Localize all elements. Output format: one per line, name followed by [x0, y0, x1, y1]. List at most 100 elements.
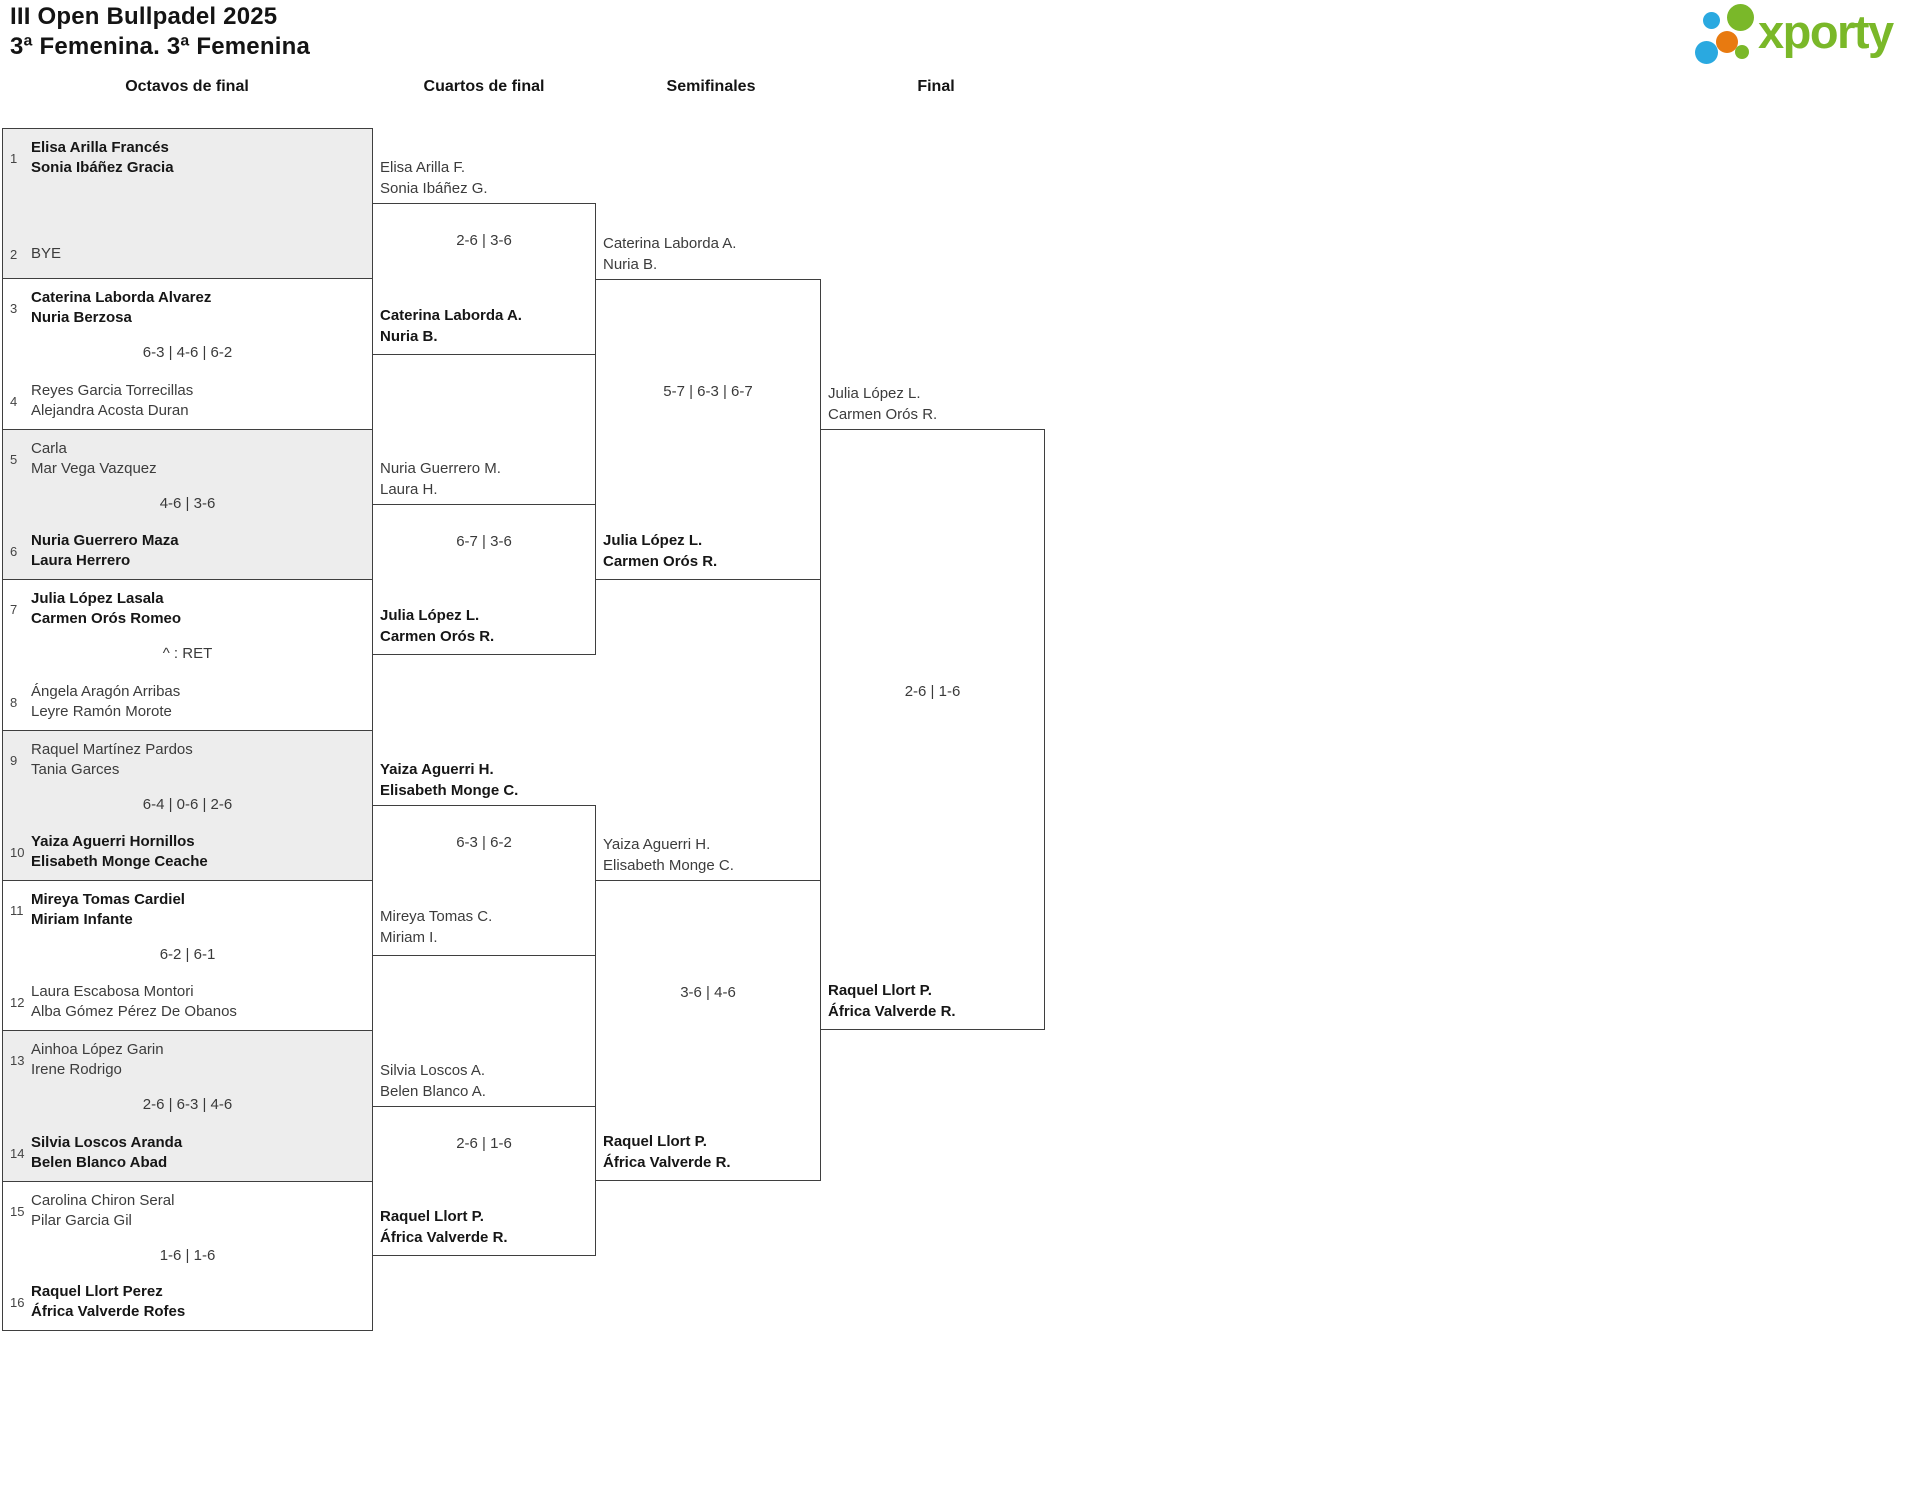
logo-dot-blue-small	[1703, 12, 1720, 29]
match-score: 4-6 | 3-6	[159, 495, 216, 512]
seed-number: 11	[10, 902, 24, 918]
team-names: BYE	[31, 245, 62, 262]
seed-number: 13	[10, 1052, 25, 1068]
match-score: 2-6 | 1-6	[904, 683, 961, 700]
advancing-team-label: Yaiza Aguerri H.Elisabeth Monge C.	[603, 836, 734, 874]
match-score: 5-7 | 6-3 | 6-7	[663, 383, 753, 400]
seed-number: 6	[10, 543, 18, 559]
match-score: 3-6 | 4-6	[680, 984, 736, 1001]
seed-number: 15	[10, 1203, 25, 1219]
advancing-team-label: Elisa Arilla F.Sonia Ibáñez G.	[380, 159, 488, 197]
logo-dot-green-large	[1727, 4, 1754, 31]
advancing-team-label: Julia López L.Carmen Orós R.	[380, 607, 495, 645]
seed-number: 2	[10, 246, 18, 262]
qf-match-2: Nuria Guerrero M.Laura H. 6-7 | 3-6 Juli…	[372, 460, 596, 655]
match-score: 2-6 | 1-6	[456, 1135, 512, 1152]
seed-number: 4	[10, 393, 18, 409]
match-score: 6-4 | 0-6 | 2-6	[142, 796, 233, 813]
round-header-octavos: Octavos de final	[125, 78, 249, 95]
match-score: 1-6 | 1-6	[159, 1247, 216, 1264]
advancing-team-label: Raquel Llort P.África Valverde R.	[380, 1208, 508, 1246]
round-header-final: Final	[917, 78, 955, 95]
xporty-logo[interactable]: xporty	[1690, 0, 1916, 64]
seed-number: 1	[10, 150, 18, 166]
advancing-team-label: Silvia Loscos A.Belen Blanco A.	[380, 1062, 486, 1100]
sf-match-1: Caterina Laborda A.Nuria B. 5-7 | 6-3 | …	[595, 235, 821, 580]
logo-dot-orange	[1716, 31, 1738, 53]
seed-number: 10	[10, 844, 25, 860]
advancing-team-label: Yaiza Aguerri H.Elisabeth Monge C.	[380, 761, 519, 799]
xporty-logo-dots-icon	[1690, 0, 1758, 64]
seed-number: 7	[10, 601, 18, 617]
seed-number: 12	[10, 994, 25, 1010]
match-score: 6-2 | 6-1	[159, 946, 216, 963]
seed-number: 14	[10, 1145, 25, 1161]
logo-dot-green-small	[1735, 45, 1749, 59]
advancing-team-label: Mireya Tomas C.Miriam I.	[380, 908, 493, 946]
page-title: III Open Bullpadel 2025 3ª Femenina. 3ª …	[10, 2, 310, 62]
xporty-logo-text: xporty	[1758, 5, 1894, 58]
tournament-title: III Open Bullpadel 2025	[10, 3, 278, 30]
match-score: 6-7 | 3-6	[456, 533, 512, 550]
seed-number: 16	[10, 1294, 25, 1310]
advancing-team-label: Caterina Laborda A.Nuria B.	[380, 307, 522, 345]
qf-match-1: Elisa Arilla F.Sonia Ibáñez G. 2-6 | 3-6…	[372, 159, 596, 355]
advancing-team-label: Julia López L.Carmen Orós R.	[828, 385, 938, 423]
match-score: 2-6 | 3-6	[456, 232, 512, 249]
qf-match-4: Silvia Loscos A.Belen Blanco A. 2-6 | 1-…	[372, 1062, 596, 1256]
sf-match-2: Yaiza Aguerri H.Elisabeth Monge C. 3-6 |…	[595, 836, 821, 1181]
round-header-cuartos: Cuartos de final	[423, 78, 545, 95]
seed-number: 8	[10, 694, 18, 710]
round-header-semifinales: Semifinales	[666, 78, 756, 95]
advancing-team-label: Raquel Llort P.África Valverde R.	[828, 982, 956, 1020]
seed-number: 5	[10, 451, 18, 467]
seed-number: 9	[10, 752, 18, 768]
participant-row: 2 BYE	[10, 244, 368, 264]
match-score: ^ : RET	[162, 645, 213, 662]
final-match: Julia López L.Carmen Orós R. 2-6 | 1-6 R…	[820, 385, 1045, 1030]
match-score: 6-3 | 4-6 | 6-2	[142, 344, 233, 361]
category-subtitle: 3ª Femenina. 3ª Femenina	[10, 33, 310, 60]
seed-number: 3	[10, 300, 18, 316]
match-score: 6-3 | 6-2	[456, 834, 512, 851]
advancing-team-label: Raquel Llort P.África Valverde R.	[603, 1133, 731, 1171]
qf-match-3: Yaiza Aguerri H.Elisabeth Monge C. 6-3 |…	[372, 761, 596, 956]
advancing-team-label: Nuria Guerrero M.Laura H.	[380, 460, 501, 498]
match-score: 2-6 | 6-3 | 4-6	[142, 1096, 233, 1113]
advancing-team-label: Julia López L.Carmen Orós R.	[603, 532, 718, 570]
logo-dot-blue-large	[1695, 41, 1718, 64]
